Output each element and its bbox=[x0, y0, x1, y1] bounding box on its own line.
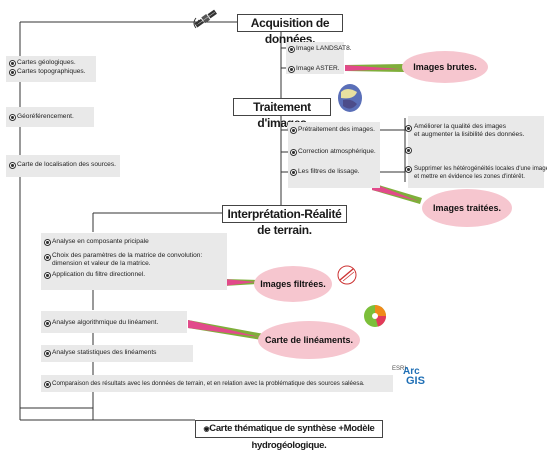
preprocessing-label: Prétraitement des images. bbox=[298, 126, 375, 133]
bullet-icon bbox=[44, 320, 51, 327]
bullet-icon bbox=[9, 69, 16, 76]
arcgis-logo-gis: GIS bbox=[406, 375, 425, 387]
improve-quality-line1: Améliorer la qualité des images bbox=[414, 123, 506, 130]
statistical-panel bbox=[41, 345, 193, 362]
georeferencing-label: Géoréférencement. bbox=[17, 113, 74, 120]
raw-images-oval: Images brutes. bbox=[402, 51, 488, 83]
bullet-icon bbox=[405, 166, 412, 173]
analysis-panel bbox=[41, 233, 227, 290]
landsat-image-label: Image LANDSAT8. bbox=[296, 45, 352, 52]
bullet-icon bbox=[44, 272, 51, 279]
directional-filter-label: Application du filtre directionnel. bbox=[52, 271, 146, 278]
topographic-maps-label: Cartes topographiques. bbox=[17, 68, 86, 75]
convolution-params-line1: Choix des paramètres de la matrice de co… bbox=[52, 252, 203, 259]
sources-location-map-label: Carte de localisation des sources. bbox=[17, 161, 116, 168]
bullet-icon bbox=[44, 254, 51, 261]
traitement-title: Traitement d'images bbox=[233, 98, 331, 130]
bullet-icon bbox=[44, 239, 51, 246]
flow-connectors bbox=[19, 21, 422, 421]
final-map-label: Carte thématique de synthèse +Modèle hyd… bbox=[209, 423, 375, 451]
comparison-panel bbox=[41, 375, 393, 392]
satellite-image-thumbnail bbox=[338, 84, 362, 112]
bullet-icon bbox=[405, 147, 412, 154]
interpretation-title: Interprétation-Réalité de terrain. bbox=[222, 205, 347, 237]
bullet-icon bbox=[9, 114, 16, 121]
processed-images-oval: Images traitées. bbox=[422, 189, 512, 227]
maps-panel bbox=[6, 56, 96, 82]
notes-panel bbox=[408, 116, 544, 188]
images-panel bbox=[286, 42, 344, 74]
bullet-icon bbox=[290, 127, 297, 134]
processing-panel bbox=[288, 122, 380, 188]
smoothing-filters-label: Les filtres de lissage. bbox=[298, 168, 360, 175]
sources-map-panel bbox=[6, 155, 120, 177]
bullet-icon bbox=[9, 162, 16, 169]
final-map-title: ◉Carte thématique de synthèse +Modèle hy… bbox=[195, 420, 383, 451]
geological-maps-label: Cartes géologiques. bbox=[17, 59, 76, 66]
convolution-params-line2: dimension et valeur de la matrice. bbox=[52, 260, 151, 267]
georef-panel bbox=[6, 107, 94, 127]
improve-quality-line2: et augmenter la lisibilité des données. bbox=[414, 131, 525, 138]
bullet-icon bbox=[288, 46, 295, 53]
bullet-icon bbox=[290, 149, 297, 156]
atmospheric-correction-label: Correction atmosphérique. bbox=[298, 148, 376, 155]
bullet-icon bbox=[9, 60, 16, 67]
algorithmic-analysis-label: Analyse algorithmique du linéament. bbox=[52, 319, 159, 326]
lineament-map-oval: Carte de linéaments. bbox=[258, 321, 360, 359]
pie-chart-icon bbox=[364, 305, 386, 327]
statistical-analysis-label: Analyse statistiques des linéaments bbox=[52, 349, 157, 356]
arcgis-logo-arc: Arc bbox=[403, 366, 420, 377]
remove-heterogeneity-line1: Supprimer les hétérogénéités locales d'u… bbox=[414, 165, 547, 172]
arcgis-logo: ESRI Arc GIS bbox=[392, 364, 432, 388]
bullet-icon bbox=[44, 381, 51, 388]
satellite-icon bbox=[193, 9, 217, 29]
final-bullet: ◉ bbox=[203, 426, 210, 433]
bullet-icon bbox=[405, 125, 412, 132]
bullet-icon bbox=[288, 66, 295, 73]
arcgis-logo-small: ESRI bbox=[392, 366, 407, 372]
bullet-icon bbox=[44, 350, 51, 357]
pca-label: Analyse en composante pricipale bbox=[52, 238, 149, 245]
rose-diagram-icon bbox=[337, 265, 357, 285]
filtered-images-oval: Images filtrées. bbox=[254, 266, 332, 302]
comparison-label: Comparaison des résultats avec les donné… bbox=[52, 380, 365, 387]
bullet-icon bbox=[290, 169, 297, 176]
aster-image-label: Image ASTER. bbox=[296, 65, 340, 72]
acquisition-title: Acquisition de données. bbox=[237, 14, 343, 46]
remove-heterogeneity-line2: et mettre en évidence les zones d'intérê… bbox=[414, 173, 525, 180]
algorithmic-panel bbox=[41, 311, 187, 333]
